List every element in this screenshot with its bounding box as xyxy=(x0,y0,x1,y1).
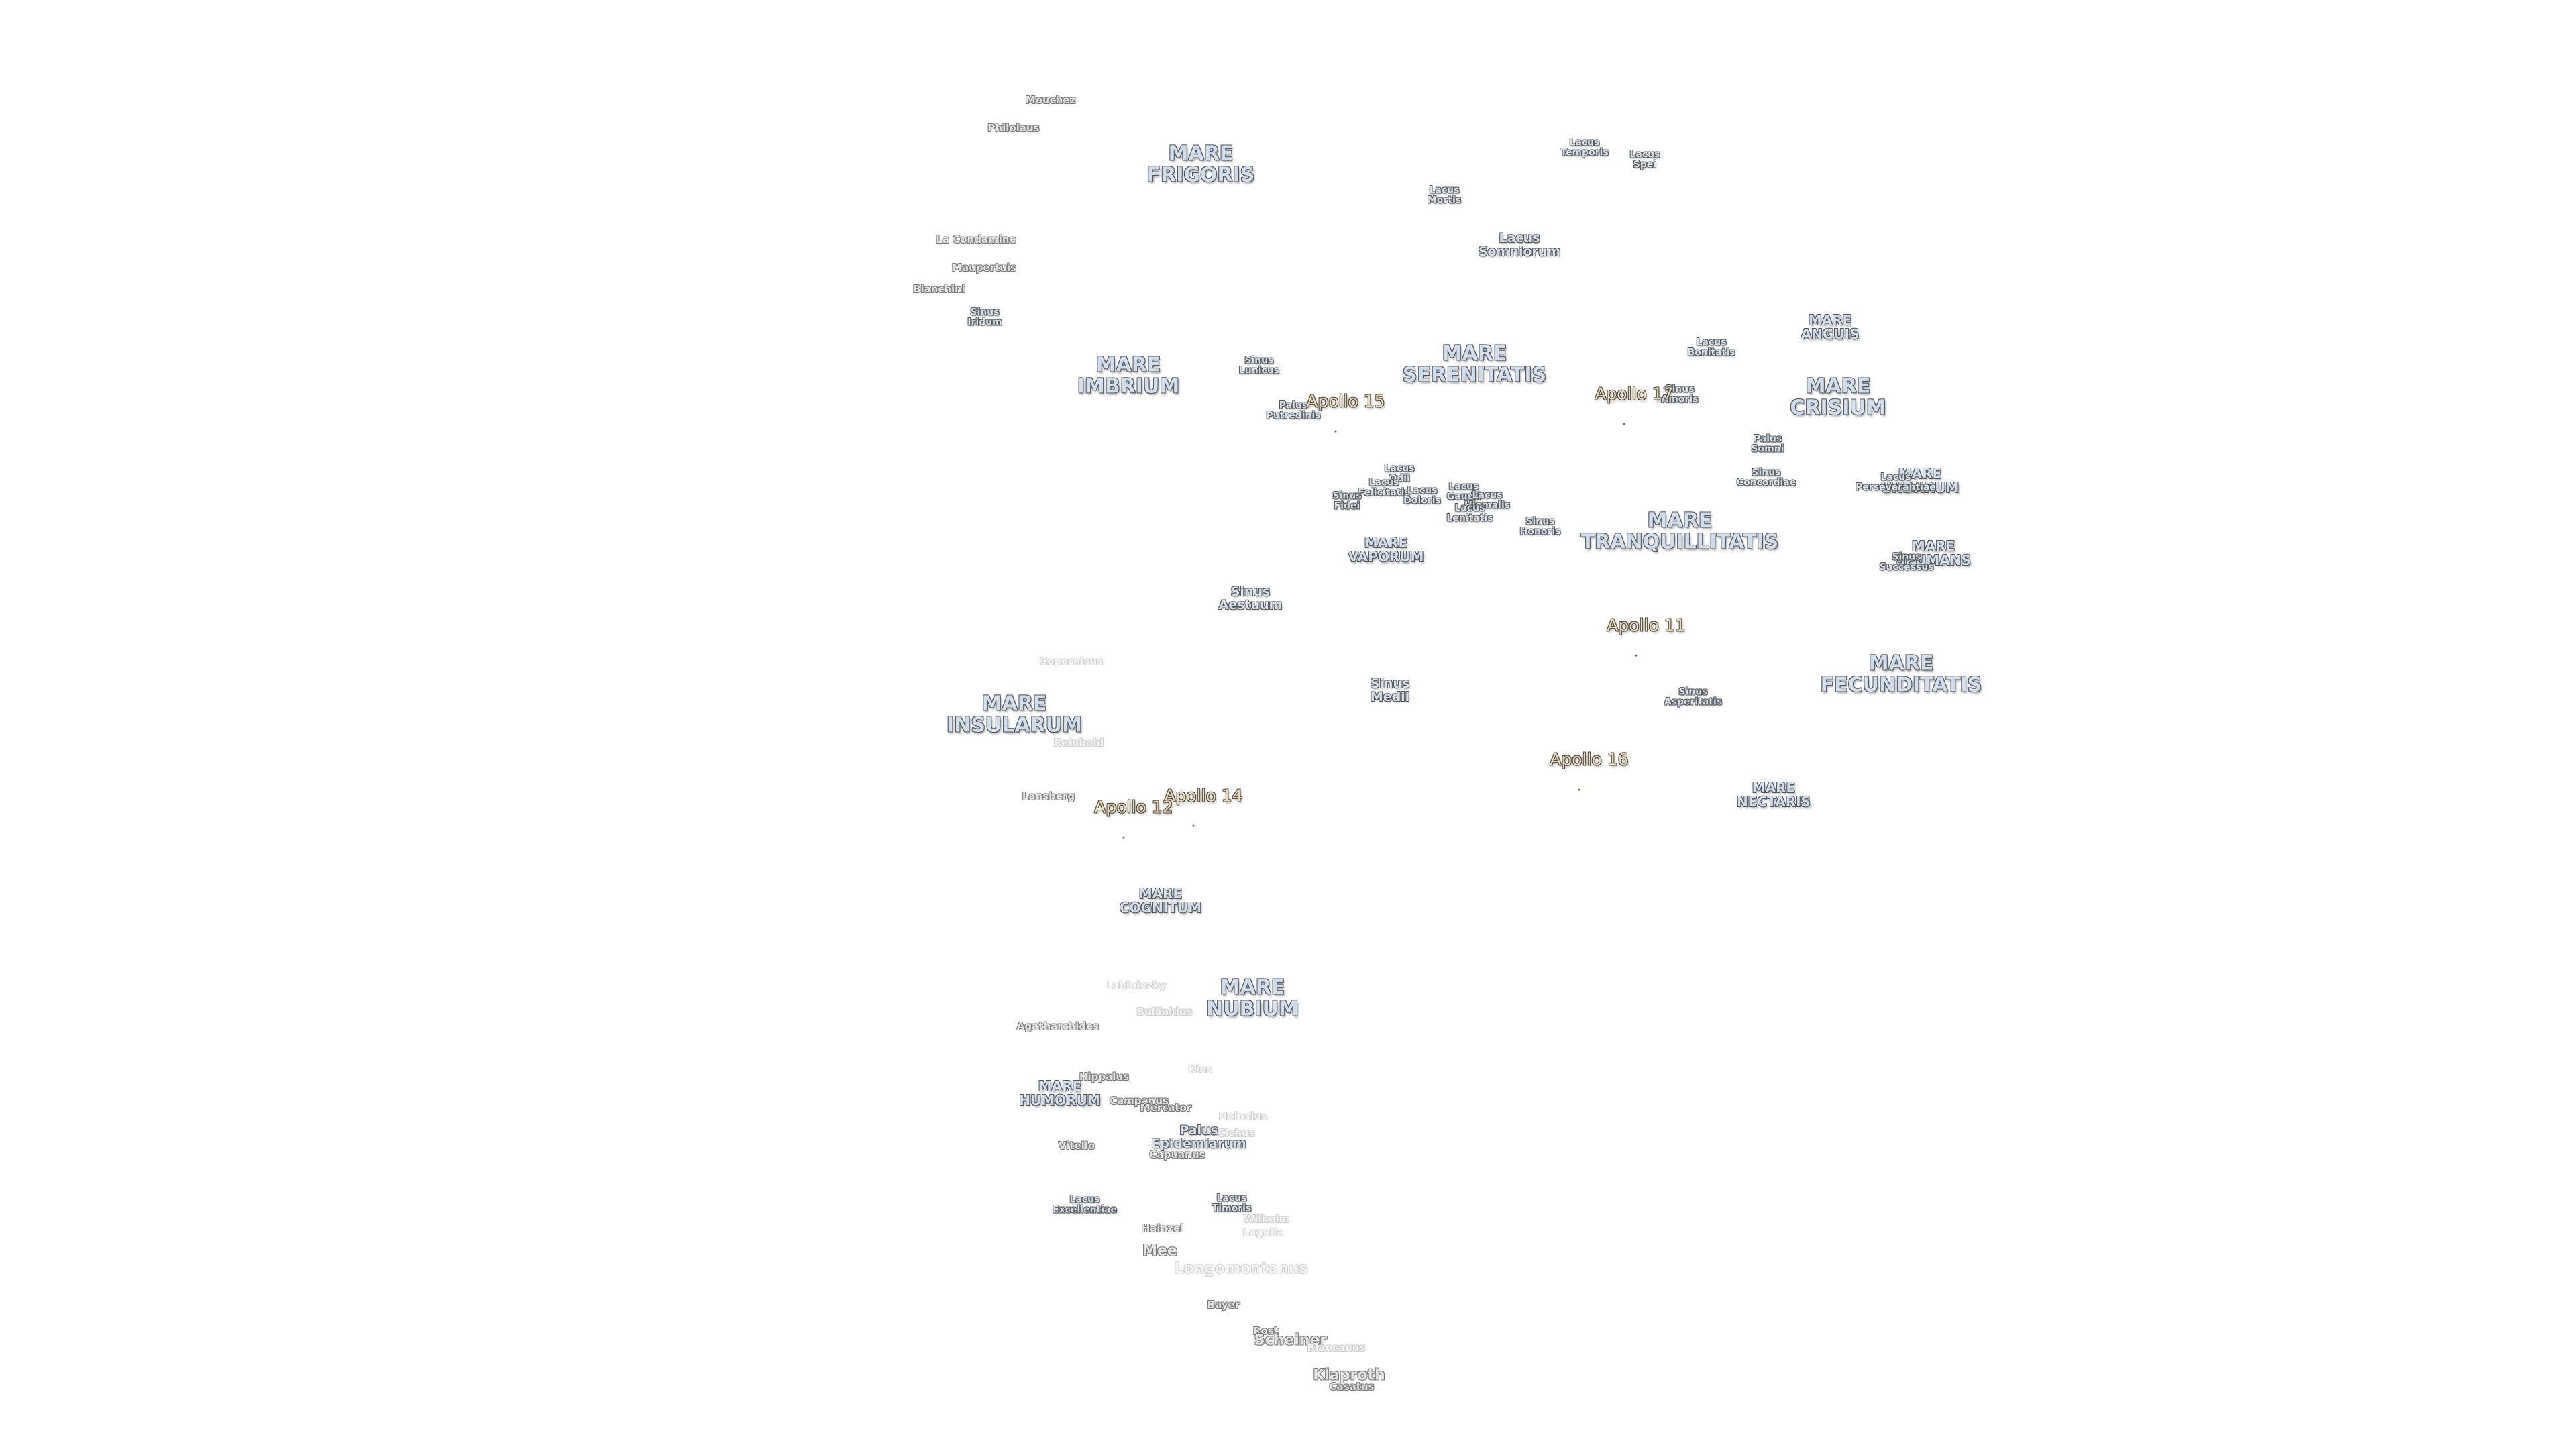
crater-blancanus-label: Blancanus xyxy=(1307,1342,1366,1354)
mare-imbrium-label: MARE IMBRIUM xyxy=(1077,353,1180,398)
apollo-14-marker xyxy=(1191,824,1194,827)
palus-somni-label: Palus Somni xyxy=(1751,433,1784,454)
crater-campanus-label: Campanus xyxy=(1110,1095,1169,1108)
crater-bianchini-label: Bianchini xyxy=(913,283,965,296)
palus-putredinis-label: Palus Putredinis xyxy=(1266,400,1321,421)
apollo-11-label: Apollo 11 xyxy=(1607,615,1686,635)
crater-reinhold-label: Reinhold xyxy=(1053,737,1104,749)
crater-casatus-label: Casatus xyxy=(1329,1381,1375,1393)
crater-lubiniezky-label: Lubiniezky xyxy=(1105,979,1167,992)
crater-longomontanus-label: Longomontanus xyxy=(1174,1260,1308,1277)
crater-la-condamine-label: La Condamine xyxy=(936,233,1016,246)
crater-kies-label: Kies xyxy=(1188,1063,1212,1076)
palus-epidemiarum-label: Palus Epidemiarum xyxy=(1151,1123,1246,1151)
crater-cichus-label: Cichus xyxy=(1218,1127,1255,1140)
lacus-lenitatis-label: Lacus Lenitatis xyxy=(1446,502,1493,523)
sinus-medii-label: Sinus Medii xyxy=(1370,676,1410,704)
sinus-asperitatis-label: Sinus Asperitatis xyxy=(1664,686,1723,707)
lacus-gaudii-label: Lacus Gaudii xyxy=(1446,481,1481,502)
lacus-felicitatis-label: Lacus Felicitatis xyxy=(1358,477,1410,498)
apollo-12-marker xyxy=(1122,836,1124,839)
crater-hippalus-label: Hippalus xyxy=(1079,1071,1130,1083)
mare-undarum-label: MARE UNDARUM xyxy=(1880,466,1960,496)
apollo-11-marker xyxy=(1634,654,1637,657)
sinus-fidei-label: Sinus Fidei xyxy=(1332,490,1362,511)
crater-vitello-label: Vitello xyxy=(1058,1140,1095,1152)
crater-hainzel-label: Hainzel xyxy=(1141,1222,1184,1235)
crater-heinsius-label: Heinsius xyxy=(1218,1110,1268,1123)
crater-bullialdus-label: Bullialdus xyxy=(1136,1006,1193,1018)
mare-insularum-label: MARE INSULARUM xyxy=(947,692,1082,737)
mare-anguis-label: MARE ANGUIS xyxy=(1801,312,1860,342)
lacus-doloris-label: Lacus Doloris xyxy=(1403,485,1441,506)
crater-lagalla-label: Lagalla xyxy=(1242,1226,1284,1239)
mare-nectaris-label: MARE NECTARIS xyxy=(1737,780,1811,810)
sinus-lunicus-label: Sinus Lunicus xyxy=(1238,355,1280,376)
apollo-17-site: Apollo 17 xyxy=(1573,368,1674,425)
sinus-aestuum-label: Sinus Aestuum xyxy=(1218,584,1283,612)
apollo-11-site: Apollo 11 xyxy=(1585,600,1686,657)
crater-agatharchides-label: Agatharchides xyxy=(1016,1020,1099,1033)
apollo-15-site: Apollo 15 xyxy=(1285,376,1385,433)
crater-philolaus-label: Philolaus xyxy=(987,122,1040,135)
apollo-14-site: Apollo 14 xyxy=(1142,770,1243,827)
crater-mercator-label: Mercator xyxy=(1140,1102,1192,1114)
sinus-honoris-label: Sinus Honoris xyxy=(1519,516,1561,537)
apollo-12-site: Apollo 12 xyxy=(1073,782,1173,839)
mare-nubium-label: MARE NUBIUM xyxy=(1206,975,1299,1020)
apollo-14-label: Apollo 14 xyxy=(1164,786,1243,806)
crater-mouchez-label: Mouchez xyxy=(1025,94,1076,107)
apollo-16-label: Apollo 16 xyxy=(1550,749,1629,769)
lacus-perseverantiae-label: Lacus Perseverantiae xyxy=(1856,472,1936,492)
apollo-12-label: Apollo 12 xyxy=(1094,797,1173,817)
apollo-15-label: Apollo 15 xyxy=(1306,391,1385,411)
lacus-hiemalis-label: Lacus Hiemalis xyxy=(1464,490,1510,511)
crater-klaproth-label: Klaproth xyxy=(1313,1366,1385,1384)
lacus-mortis-label: Lacus Mortis xyxy=(1427,184,1462,205)
lacus-timoris-label: Lacus Timoris xyxy=(1212,1193,1252,1214)
crater-bayer-label: Bayer xyxy=(1207,1299,1240,1311)
mare-crisium-label: MARE CRISIUM xyxy=(1790,374,1886,419)
mare-cognitum-label: MARE COGNITUM xyxy=(1119,885,1202,916)
mare-spumans-label: MARE SPUMANS xyxy=(1896,538,1971,568)
sinus-amoris-label: Sinus Amoris xyxy=(1661,384,1699,405)
apollo-15-marker xyxy=(1334,430,1336,433)
crater-mee-label: Mee xyxy=(1142,1242,1177,1260)
crater-rost-label: Rost xyxy=(1253,1325,1279,1338)
apollo-17-label: Apollo 17 xyxy=(1595,384,1674,404)
crater-capuanus-label: Capuanus xyxy=(1149,1148,1205,1161)
crater-copernicus-label: Copernicus xyxy=(1040,655,1103,668)
crater-maupertuis-label: Maupertuis xyxy=(952,262,1016,274)
lacus-bonitatis-label: Lacus Bonitatis xyxy=(1687,337,1735,358)
mare-humorum-label: MARE HUMORUM xyxy=(1019,1078,1101,1108)
lacus-spei-label: Lacus Spei xyxy=(1629,149,1660,170)
mare-serenitatis-label: MARE SERENITATIS xyxy=(1402,341,1547,386)
sinus-concordiae-label: Sinus Concordiae xyxy=(1736,467,1796,488)
mare-frigoris-label: MARE FRIGORIS xyxy=(1146,142,1255,186)
lacus-odii-label: Lacus Odii xyxy=(1384,463,1415,484)
lacus-somniorum-label: Lacus Somniorum xyxy=(1478,231,1561,259)
crater-lansberg-label: Lansberg xyxy=(1022,790,1075,803)
apollo-16-marker xyxy=(1577,788,1580,791)
apollo-16-site: Apollo 16 xyxy=(1528,734,1629,791)
mare-tranquillitatis-label: MARE TRANQUILLITATIS xyxy=(1580,508,1779,553)
sinus-iridum-label: Sinus Iridum xyxy=(967,307,1002,327)
mare-vaporum-label: MARE VAPORUM xyxy=(1348,535,1424,565)
apollo-17-marker xyxy=(1622,423,1625,425)
sinus-successus-label: Sinus Successus xyxy=(1879,551,1934,572)
lacus-temporis-label: Lacus Temporis xyxy=(1560,137,1609,158)
crater-scheiner-label: Scheiner xyxy=(1254,1332,1328,1349)
mare-fecunditatis-label: MARE FECUNDITATIS xyxy=(1820,651,1982,696)
crater-wilhelm-label: Wilhelm xyxy=(1243,1213,1290,1226)
lacus-excellentiae-label: Lacus Excellentiae xyxy=(1053,1194,1117,1215)
